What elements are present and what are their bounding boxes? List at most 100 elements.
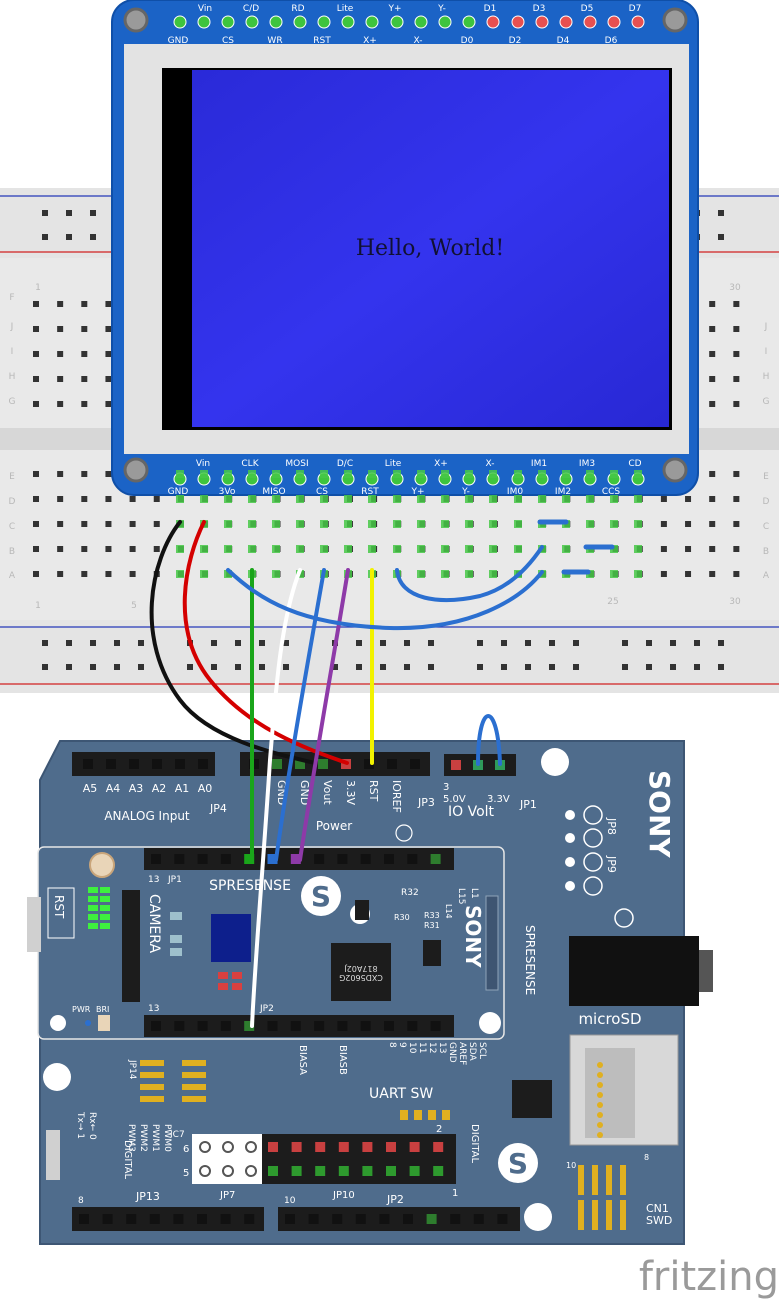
connected-hole bbox=[538, 470, 546, 478]
row-letter-i-right: I bbox=[765, 347, 768, 357]
sd-pin bbox=[597, 1132, 603, 1138]
connected-hole bbox=[296, 520, 304, 528]
jp10-pin bbox=[386, 1166, 396, 1176]
breadboard-hole bbox=[733, 326, 740, 332]
breadboard-hole bbox=[129, 521, 136, 527]
rail-hole bbox=[283, 664, 289, 670]
jp10-pin bbox=[315, 1142, 326, 1152]
lcd-pin-label: Y- bbox=[461, 487, 470, 497]
jp7-hole bbox=[222, 1165, 234, 1177]
digital-label-right: DIGITAL bbox=[469, 1124, 480, 1164]
breadboard-hole bbox=[709, 546, 716, 552]
breadboard-hole bbox=[33, 571, 39, 577]
breadboard-hole bbox=[105, 326, 112, 332]
breadboard-hole bbox=[709, 571, 716, 577]
connected-hole bbox=[441, 520, 449, 528]
lcd-top-pin bbox=[269, 15, 283, 29]
swd-label: SWD bbox=[646, 1214, 672, 1227]
audio-jack bbox=[569, 936, 699, 1006]
connected-hole bbox=[610, 470, 618, 478]
lcd-screen bbox=[192, 70, 669, 427]
digital-pin-label: 9 bbox=[397, 1042, 407, 1048]
rail-hole bbox=[90, 210, 96, 216]
rail-hole bbox=[332, 664, 338, 670]
lcd-top-pin bbox=[511, 15, 525, 29]
rail-hole bbox=[573, 640, 579, 646]
rail-hole bbox=[622, 664, 628, 670]
reset-button[interactable] bbox=[89, 852, 115, 878]
connected-hole bbox=[514, 545, 522, 553]
breadboard-hole bbox=[733, 471, 740, 477]
rail-hole bbox=[90, 640, 96, 646]
connected-hole bbox=[634, 520, 642, 528]
connected-hole bbox=[176, 545, 184, 553]
header-pin bbox=[151, 854, 161, 864]
lcd-pin-label: CD bbox=[628, 459, 641, 469]
sony-logo: SONY bbox=[643, 770, 676, 858]
lcd-top-pin bbox=[173, 15, 187, 29]
connected-hole bbox=[344, 545, 352, 553]
header-pin bbox=[384, 854, 394, 864]
r30-label: R30 bbox=[394, 913, 410, 922]
rail-hole bbox=[525, 664, 531, 670]
header-pin bbox=[79, 1214, 89, 1224]
connected-hole bbox=[441, 470, 449, 478]
lcd-pin-label: Vin bbox=[196, 459, 210, 469]
connected-hole bbox=[176, 470, 184, 478]
wire-blue-im bbox=[395, 545, 544, 603]
r33-label: R33 bbox=[424, 911, 440, 920]
jp10-pin bbox=[268, 1166, 278, 1176]
status-led bbox=[100, 896, 110, 902]
main-board-name: SPRESENSE bbox=[209, 878, 291, 894]
connected-hole bbox=[586, 470, 594, 478]
header-pin bbox=[314, 854, 325, 864]
connected-hole bbox=[610, 495, 618, 503]
connected-hole bbox=[610, 520, 618, 528]
mount-hole bbox=[662, 457, 688, 483]
connected-hole bbox=[489, 520, 497, 528]
sd-pin bbox=[597, 1092, 603, 1098]
pwm-label: PWM0 bbox=[162, 1124, 172, 1152]
connected-hole bbox=[634, 495, 642, 503]
col-number-1: 1 bbox=[35, 601, 41, 611]
breadboard-hole bbox=[685, 521, 692, 527]
header-pin bbox=[244, 1021, 255, 1031]
connected-hole bbox=[224, 470, 232, 478]
sd-pin bbox=[597, 1082, 603, 1088]
bri-label: BRI bbox=[96, 1005, 109, 1014]
rail-hole bbox=[718, 210, 724, 216]
rail-hole bbox=[114, 640, 120, 646]
connected-hole bbox=[272, 520, 280, 528]
rail-hole bbox=[211, 664, 217, 670]
row-letter-i: I bbox=[11, 347, 14, 357]
connected-hole bbox=[200, 470, 208, 478]
status-led bbox=[100, 905, 110, 911]
power-pin-rst: RST bbox=[367, 780, 380, 802]
plus-marker bbox=[583, 876, 603, 896]
rail-hole bbox=[694, 640, 700, 646]
wire-red-3v3 bbox=[182, 520, 349, 765]
lcd-top-pin bbox=[365, 15, 379, 29]
lcd-pin-label: MISO bbox=[262, 487, 285, 497]
digital-pin-label: 10 bbox=[407, 1042, 417, 1054]
sd-pin-8: 8 bbox=[644, 1153, 649, 1162]
lcd-pin-label: Y- bbox=[437, 4, 446, 14]
jp14-pad bbox=[182, 1084, 206, 1090]
breadboard-hole bbox=[81, 546, 88, 552]
swd-pad bbox=[606, 1200, 612, 1230]
connected-hole bbox=[441, 545, 449, 553]
digital-pin-label: GND bbox=[447, 1042, 457, 1063]
io-volt-3v3: 3.3V bbox=[487, 794, 510, 805]
pwr-label: PWR bbox=[72, 1005, 91, 1014]
header-pin bbox=[126, 1214, 137, 1224]
header-pin bbox=[285, 1214, 295, 1224]
l14-label: L14 bbox=[444, 904, 453, 919]
jp7-hole bbox=[199, 1141, 211, 1153]
header-pin bbox=[410, 759, 420, 769]
breadboard-hole bbox=[685, 496, 692, 502]
row-letter-d-right: D bbox=[763, 497, 770, 507]
row-letter-e: E bbox=[9, 472, 15, 482]
component bbox=[98, 1015, 110, 1031]
jp10-pin bbox=[338, 1166, 349, 1176]
